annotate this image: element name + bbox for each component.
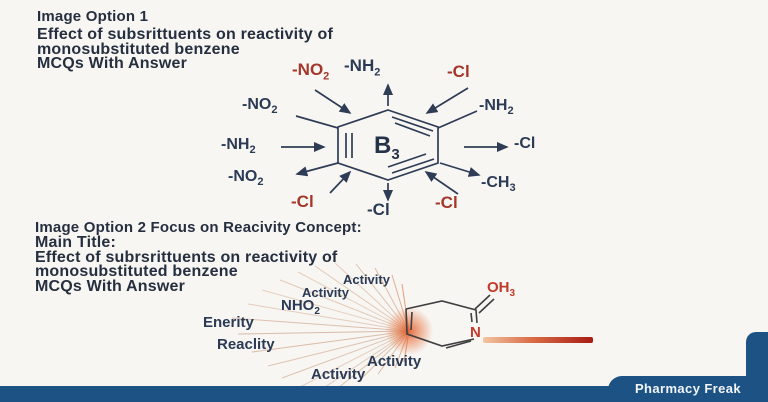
pyridine-ring [405, 294, 495, 349]
fan-label-activity-4: Activity [311, 366, 366, 383]
substituent-cl-bottom-right: -Cl [435, 193, 458, 212]
fan-glow [385, 307, 433, 355]
option1-heading: Image Option 1 [37, 8, 149, 25]
fan-label-enerity: Enerity [203, 314, 254, 331]
option1-title-line3: MCQs With Answer [37, 55, 188, 72]
oh3-label: OH3 [487, 279, 516, 299]
fan-label-activity-3: Activity [367, 353, 422, 370]
fan-label-activity-2: Activity [302, 285, 349, 300]
fan-label-nho2: NHO2 [281, 297, 320, 317]
fan-label-activity-1: Activity [343, 272, 390, 287]
substituent-ch3-lower-right: -CH3 [481, 174, 516, 195]
fan-label-reaclity: Reaclity [217, 336, 275, 353]
ring-center-label: B3 [374, 132, 400, 163]
option2-subheading: Main Title: [35, 234, 117, 251]
substituent-cl-top: -Cl [447, 62, 470, 81]
brand-name: Pharmacy Freak [634, 380, 742, 396]
substituent-no2-upper-left: -NO2 [242, 96, 278, 117]
option2-text-block: Image Option 2 Focus on Reacivity Concep… [35, 220, 362, 294]
option2-title-line2: monosubstituted benzene [35, 263, 238, 280]
brand-tab: Pharmacy Freak [608, 376, 768, 402]
option1-title-line1: Effect of subsrittuents on reactivity of [37, 26, 334, 43]
substituent-no2-top: -NO2 [292, 60, 330, 83]
option1-text-block: Image Option 1 Effect of subsrittuents o… [37, 9, 333, 72]
option2-heading: Image Option 2 Focus on Reacivity Concep… [35, 219, 362, 236]
nitrogen-atom-label: N [470, 324, 481, 341]
footer-bottom-bar [0, 386, 768, 402]
substituent-nh2-top: -NH2 [344, 56, 381, 79]
substituent-nh2-left: -NH2 [221, 136, 256, 157]
option2-title-line1: Effect of subrsrittuents on reactivity o… [35, 248, 338, 266]
reactivity-gradient-bar [483, 337, 593, 343]
benzene-arrows [281, 83, 509, 202]
benzene-ring [337, 109, 439, 181]
substituent-no2-lower-left: -NO2 [228, 168, 264, 189]
option1-title-line2: monosubstituted benzene [37, 40, 240, 58]
substituent-cl-right: -Cl [514, 135, 536, 152]
substituent-cl-bottom-left: -Cl [291, 192, 314, 211]
substituent-cl-bottom-center: -Cl [367, 200, 390, 219]
substituent-nh2-upper-right: -NH2 [479, 97, 514, 118]
option2-title-line3: MCQs With Answer [35, 277, 186, 295]
